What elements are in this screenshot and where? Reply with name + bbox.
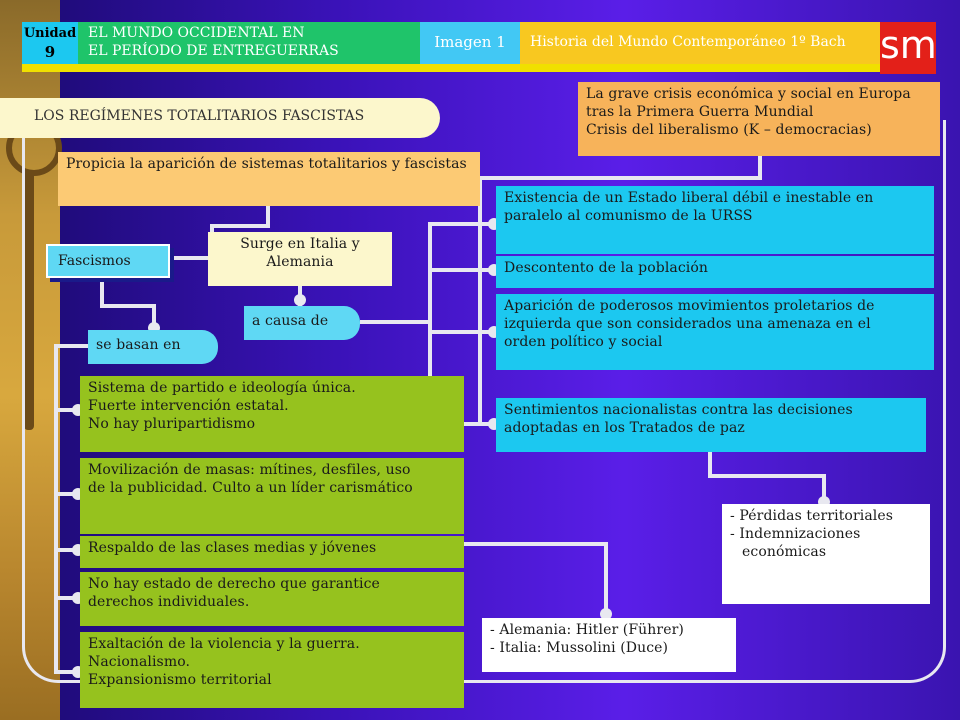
sentimientos-line: Sentimientos nacionalistas contra las de…: [504, 402, 853, 418]
content-frame: [22, 120, 946, 683]
base-item-line: Exaltación de la violencia y la guerra.: [88, 636, 360, 652]
unit-title-line1: EL MUNDO OCCIDENTAL EN: [88, 25, 305, 41]
connector-line: [822, 474, 826, 502]
lideres-line: - Italia: Mussolini (Duce): [490, 639, 669, 656]
unit-badge: Unidad 9: [22, 22, 78, 64]
connector-line: [210, 224, 270, 228]
connector-line: [478, 176, 482, 426]
slide-header: Unidad 9 EL MUNDO OCCIDENTAL EN EL PERÍO…: [22, 22, 938, 74]
connector-line: [54, 408, 80, 412]
unit-label: Unidad: [23, 26, 77, 41]
base-item-line: No hay estado de derecho que garantice: [88, 576, 380, 592]
movimientos-line: Aparición de poderosos movimientos prole…: [504, 298, 875, 314]
crisis-line: tras la Primera Guerra Mundial: [586, 103, 814, 120]
sentimientos-line: adoptadas en los Tratados de paz: [504, 419, 745, 436]
connector-dot: [600, 608, 612, 620]
connector-line: [54, 344, 58, 674]
lideres-line: - Alemania: Hitler (Führer): [490, 622, 684, 638]
movimientos-line: izquierda que son considerados una amena…: [504, 315, 871, 332]
section-title: LOS REGÍMENES TOTALITARIOS FASCISTAS: [0, 98, 440, 138]
a-causa-box: a causa de: [244, 306, 360, 340]
connector-line: [708, 452, 712, 476]
crisis-line: Crisis del liberalismo (K – democracias): [586, 121, 872, 138]
connector-line: [54, 344, 90, 348]
image-label: Imagen 1: [420, 22, 520, 64]
connector-line: [168, 256, 212, 260]
connector-line: [428, 222, 432, 376]
connector-line: [54, 670, 80, 674]
connector-line: [100, 280, 104, 306]
connector-line: [54, 548, 80, 552]
perdidas-line: económicas: [742, 543, 827, 560]
sentimientos-box: Sentimientos nacionalistas contra las de…: [496, 398, 926, 452]
base-item: Exaltación de la violencia y la guerra. …: [80, 632, 464, 708]
base-item-line: derechos individuales.: [88, 593, 250, 610]
connector-line: [758, 156, 762, 180]
lideres-box: - Alemania: Hitler (Führer) - Italia: Mu…: [482, 618, 736, 672]
base-item-line: No hay pluripartidismo: [88, 415, 256, 432]
base-item-line: Fuerte intervención estatal.: [88, 397, 289, 414]
perdidas-line: - Pérdidas territoriales: [730, 508, 894, 524]
base-item: No hay estado de derecho que garantice d…: [80, 572, 464, 626]
propicia-box: Propicia la aparición de sistemas totali…: [58, 152, 480, 206]
perdidas-line: - Indemnizaciones: [730, 525, 861, 542]
connector-line: [604, 542, 608, 614]
connector-line: [100, 304, 156, 308]
connector-line: [478, 176, 762, 180]
connector-dot: [294, 294, 306, 306]
surge-box: Surge en Italia y Alemania: [208, 232, 392, 286]
fascismos-box: Fascismos: [46, 244, 170, 278]
crisis-box: La grave crisis económica y social en Eu…: [578, 82, 940, 156]
base-item-line: de la publicidad. Culto a un líder caris…: [88, 479, 413, 496]
base-item-line: Respaldo de las clases medias y jóvenes: [88, 540, 377, 556]
connector-line: [54, 596, 80, 600]
connector-line: [428, 330, 496, 334]
movimientos-line: orden político y social: [504, 333, 663, 350]
estado-line: paralelo al comunismo de la URSS: [504, 207, 753, 224]
connector-line: [708, 474, 826, 478]
estado-line: Existencia de un Estado liberal débil e …: [504, 190, 874, 206]
base-item: Sistema de partido e ideología única. Fu…: [80, 376, 464, 452]
base-item-line: Expansionismo territorial: [88, 671, 272, 688]
sm-logo: sm: [880, 22, 937, 74]
connector-line: [360, 320, 430, 324]
crisis-line: La grave crisis económica y social en Eu…: [586, 86, 911, 102]
unit-number: 9: [44, 43, 56, 61]
base-item-line: Sistema de partido e ideología única.: [88, 380, 356, 396]
connector-line: [428, 268, 496, 272]
connector-line: [266, 206, 270, 226]
base-item-line: Movilización de masas: mítines, desfiles…: [88, 462, 411, 478]
base-item: Respaldo de las clases medias y jóvenes: [80, 536, 464, 568]
base-item: Movilización de masas: mítines, desfiles…: [80, 458, 464, 534]
estado-box: Existencia de un Estado liberal débil e …: [496, 186, 934, 254]
base-item-line: Nacionalismo.: [88, 653, 191, 670]
unit-title: EL MUNDO OCCIDENTAL EN EL PERÍODO DE ENT…: [78, 22, 420, 64]
connector-line: [152, 304, 156, 330]
connector-line: [462, 542, 608, 546]
connector-line: [54, 492, 80, 496]
connector-line: [428, 222, 496, 226]
unit-title-line2: EL PERÍODO DE ENTREGUERRAS: [88, 43, 339, 59]
header-strip: [22, 64, 880, 72]
course-label: Historia del Mundo Contemporáneo 1º Bach: [520, 22, 880, 64]
key-shaft-shape: [24, 170, 34, 430]
movimientos-box: Aparición de poderosos movimientos prole…: [496, 294, 934, 370]
se-basan-box: se basan en: [88, 330, 218, 364]
descontento-box: Descontento de la población: [496, 256, 934, 288]
perdidas-box: - Pérdidas territoriales - Indemnizacion…: [722, 504, 930, 604]
